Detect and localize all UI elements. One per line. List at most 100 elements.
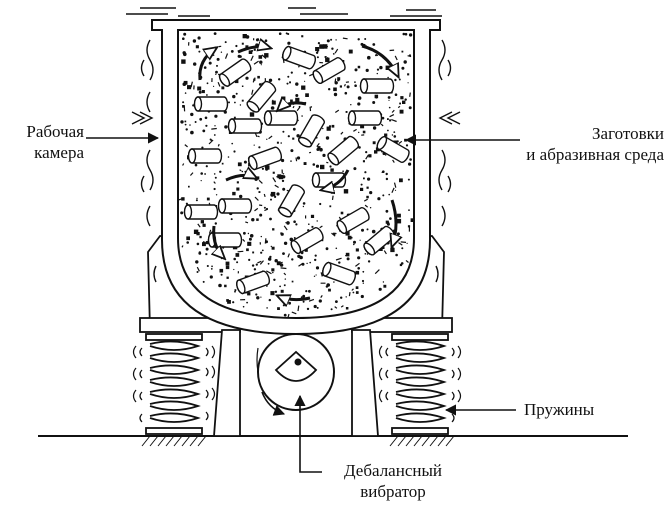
abrasive-grain [346, 307, 349, 310]
abrasive-grain [243, 232, 246, 235]
abrasive-grain [194, 230, 198, 234]
abrasive-grain [220, 269, 224, 273]
abrasive-grain [279, 175, 283, 179]
abrasive-grain [234, 291, 236, 293]
abrasive-grain [222, 163, 224, 165]
abrasive-grain [295, 94, 298, 97]
abrasive-grain [410, 93, 411, 97]
abrasive-grain [368, 260, 370, 262]
abrasive-grain [338, 261, 340, 263]
abrasive-grain [341, 212, 344, 215]
abrasive-grain [304, 72, 306, 74]
abrasive-grain [353, 244, 355, 246]
workpiece-part [195, 97, 228, 111]
abrasive-grain [308, 290, 311, 293]
abrasive-grain [299, 256, 303, 260]
abrasive-grain [235, 45, 237, 47]
abrasive-grain [251, 50, 253, 52]
abrasive-grain [185, 124, 187, 126]
abrasive-grain [201, 220, 204, 223]
abrasive-grain [317, 146, 320, 149]
abrasive-grain [240, 104, 241, 105]
abrasive-grain [286, 32, 288, 34]
abrasive-grain [372, 230, 376, 234]
abrasive-grain [221, 86, 224, 89]
abrasive-grain [227, 277, 229, 279]
abrasive-grain [242, 86, 244, 88]
vibrator-label-line1: Дебалансный [318, 460, 468, 481]
abrasive-grain [358, 38, 360, 40]
abrasive-grain [326, 283, 330, 287]
abrasive-grain [327, 127, 331, 131]
abrasive-grain [400, 96, 403, 99]
abrasive-grain [361, 295, 364, 298]
abrasive-grain [231, 50, 234, 53]
abrasive-grain [224, 125, 227, 128]
abrasive-grain [357, 256, 360, 259]
abrasive-grain [254, 49, 256, 51]
abrasive-grain [287, 83, 289, 85]
abrasive-grain [236, 261, 238, 263]
abrasive-grain [365, 253, 367, 255]
abrasive-grain [242, 43, 244, 45]
abrasive-grain [278, 78, 280, 80]
abrasive-grain [271, 268, 274, 271]
abrasive-grain [401, 67, 404, 70]
abrasive-grain [232, 192, 235, 195]
abrasive-grain [259, 205, 262, 206]
abrasive-grain [307, 308, 309, 310]
abrasive-grain [246, 302, 248, 304]
abrasive-grain [215, 177, 217, 179]
abrasive-grain [304, 162, 307, 165]
abrasive-grain [389, 217, 392, 220]
abrasive-grain [293, 220, 296, 223]
abrasive-grain [363, 160, 365, 162]
abrasive-grain [303, 301, 305, 303]
abrasive-grain [404, 60, 407, 63]
abrasive-grain [308, 223, 310, 225]
abrasive-grain [211, 266, 213, 268]
abrasive-grain [209, 62, 212, 65]
abrasive-grain [232, 301, 234, 303]
abrasive-grain [265, 240, 268, 243]
abrasive-grain [408, 209, 410, 211]
abrasive-grain [303, 202, 306, 205]
abrasive-grain [227, 300, 231, 304]
abrasive-grain [281, 233, 284, 236]
abrasive-grain [337, 79, 339, 81]
abrasive-grain [233, 150, 235, 152]
abrasive-grain [343, 38, 348, 39]
abrasive-grain [233, 258, 236, 261]
abrasive-grain [393, 131, 395, 133]
abrasive-grain [331, 192, 333, 194]
abrasive-grain [252, 252, 254, 254]
abrasive-grain [375, 95, 379, 99]
abrasive-grain [195, 260, 198, 263]
abrasive-grain [221, 52, 222, 53]
abrasive-grain [200, 172, 203, 175]
chamber-label-line2: камера [0, 142, 84, 163]
abrasive-grain [246, 248, 249, 251]
abrasive-grain [270, 291, 274, 295]
abrasive-grain [251, 218, 254, 221]
abrasive-grain [185, 121, 187, 123]
abrasive-grain [183, 33, 186, 36]
abrasive-grain [326, 136, 329, 139]
abrasive-grain [269, 79, 272, 82]
abrasive-grain [234, 102, 236, 104]
abrasive-grain [197, 87, 201, 91]
abrasive-grain [309, 262, 311, 264]
abrasive-grain [282, 131, 284, 133]
abrasive-grain [394, 79, 396, 81]
abrasive-grain [285, 278, 286, 279]
abrasive-grain [202, 130, 205, 133]
abrasive-grain [228, 156, 230, 158]
abrasive-grain [327, 39, 330, 42]
abrasive-grain [253, 79, 255, 81]
abrasive-grain [335, 39, 336, 40]
abrasive-grain [353, 167, 356, 170]
abrasive-grain [287, 42, 290, 45]
abrasive-grain [344, 189, 348, 193]
abrasive-grain [290, 149, 293, 152]
